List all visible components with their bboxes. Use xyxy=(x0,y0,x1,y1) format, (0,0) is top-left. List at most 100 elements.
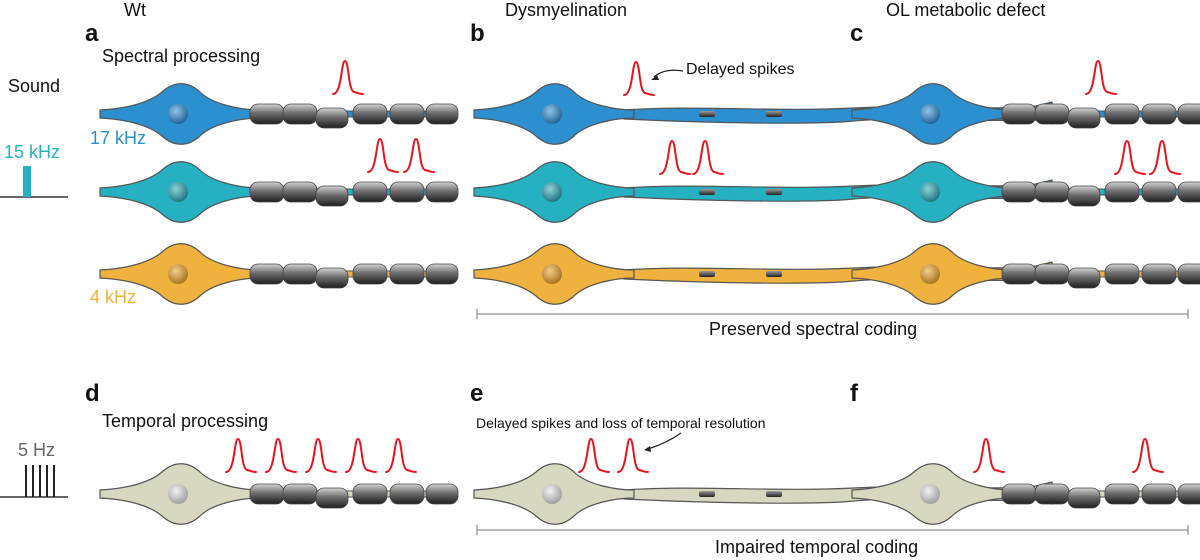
myelin-remnant xyxy=(699,271,715,277)
column-title-dysmyelination: Dysmyelination xyxy=(505,0,628,20)
neuron-ol-defect-teal xyxy=(851,161,1200,223)
preserved-bracket xyxy=(476,309,1189,319)
nucleus xyxy=(920,264,940,284)
delayed-spikes-arrowhead xyxy=(651,75,659,80)
spike xyxy=(332,59,364,95)
myelin-segment xyxy=(1141,103,1177,125)
myelin-segment xyxy=(425,103,459,125)
spike xyxy=(1114,139,1146,175)
spike xyxy=(1132,437,1164,473)
myelin-segment xyxy=(1034,181,1070,203)
frequency-15khz-label: 15 kHz xyxy=(4,142,61,162)
myelin-remnant xyxy=(766,271,782,277)
delayed-spikes-arrow xyxy=(653,69,684,78)
nucleus xyxy=(168,182,188,202)
sound-label: Sound xyxy=(8,76,61,96)
myelin-segment xyxy=(389,103,425,125)
spikes-layer xyxy=(225,59,1181,473)
myelin-segment xyxy=(282,263,318,285)
myelin-segment xyxy=(352,181,388,203)
impaired-bracket xyxy=(476,525,1189,535)
delayed-loss-arrow xyxy=(647,432,682,450)
nucleus xyxy=(542,264,562,284)
myelin-segment xyxy=(1067,107,1101,129)
preserved-spectral-coding-label: Preserved spectral coding xyxy=(709,319,918,339)
myelin-segment xyxy=(282,483,318,505)
myelin-segment xyxy=(1141,181,1177,203)
myelin-segment xyxy=(1067,185,1101,207)
tone-stimulus xyxy=(0,166,68,198)
panel-label-e: e xyxy=(470,380,484,407)
nucleus xyxy=(168,104,188,124)
panel-label-d: d xyxy=(85,380,100,407)
myelin-segment xyxy=(1104,181,1140,203)
myelin-remnant xyxy=(766,189,782,195)
myelin-segment xyxy=(1034,103,1070,125)
myelin-segment xyxy=(1141,263,1177,285)
spectral-processing-title: Spectral processing xyxy=(102,46,261,66)
myelin-segment xyxy=(1001,181,1037,203)
spike xyxy=(659,139,691,175)
spike xyxy=(1149,139,1181,175)
myelin-segment xyxy=(389,483,425,505)
myelin-segment xyxy=(315,185,349,207)
myelin-segment xyxy=(425,263,459,285)
myelin-segment xyxy=(1104,483,1140,505)
nucleus xyxy=(920,104,940,124)
myelin-segment xyxy=(249,483,285,505)
neuron-wt-blue xyxy=(99,83,459,145)
nucleus xyxy=(168,484,188,504)
myelin-segment xyxy=(1067,487,1101,509)
neuron-wt-beige xyxy=(99,463,459,525)
nucleus xyxy=(920,484,940,504)
rate-5hz-label: 5 Hz xyxy=(18,440,56,460)
nucleus xyxy=(168,264,188,284)
myelin-segment xyxy=(249,181,285,203)
spike xyxy=(225,437,257,473)
nucleus xyxy=(920,182,940,202)
myelin-segment xyxy=(315,267,349,289)
neuron-wt-teal xyxy=(99,161,459,223)
myelin-segment xyxy=(1177,181,1200,203)
column-title-wt: Wt xyxy=(124,0,146,20)
myelin-segment xyxy=(249,263,285,285)
myelin-segment xyxy=(425,181,459,203)
myelin-segment xyxy=(315,107,349,129)
myelin-remnant xyxy=(699,111,715,117)
impaired-temporal-coding-label: Impaired temporal coding xyxy=(715,537,919,557)
spike xyxy=(617,437,649,473)
myelin-segment xyxy=(249,103,285,125)
nucleus xyxy=(542,182,562,202)
spike xyxy=(973,437,1005,473)
neuron-wt-orange xyxy=(99,243,459,305)
myelin-remnant xyxy=(766,111,782,117)
myelin-segment xyxy=(1001,103,1037,125)
panel-label-f: f xyxy=(850,380,858,407)
delayed-spikes-annotation: Delayed spikes xyxy=(686,61,795,78)
myelin-segment xyxy=(1104,263,1140,285)
myelin-segment xyxy=(1141,483,1177,505)
spike xyxy=(623,60,655,96)
delayed-spikes-loss-annotation: Delayed spikes and loss of temporal reso… xyxy=(476,415,766,431)
myelin-segment xyxy=(425,483,459,505)
neuron-ol-defect-beige xyxy=(851,463,1200,525)
myelin-segment xyxy=(1001,483,1037,505)
spike xyxy=(403,137,435,173)
myelin-remnant xyxy=(699,189,715,195)
myelin-segment xyxy=(1067,267,1101,289)
panel-label-b: b xyxy=(470,20,485,47)
myelin-segment xyxy=(352,103,388,125)
myelin-remnant xyxy=(766,491,782,497)
nucleus xyxy=(542,104,562,124)
frequency-17khz-label: 17 kHz xyxy=(90,128,147,148)
spike xyxy=(692,139,724,175)
panel-label-a: a xyxy=(85,20,99,47)
myelin-segment xyxy=(389,263,425,285)
spike xyxy=(385,437,417,473)
myelin-segment xyxy=(352,483,388,505)
column-title-ol-metabolic-defect: OL metabolic defect xyxy=(886,0,1046,20)
spike xyxy=(265,437,297,473)
frequency-4khz-label: 4 kHz xyxy=(90,287,137,307)
myelin-segment xyxy=(315,487,349,509)
